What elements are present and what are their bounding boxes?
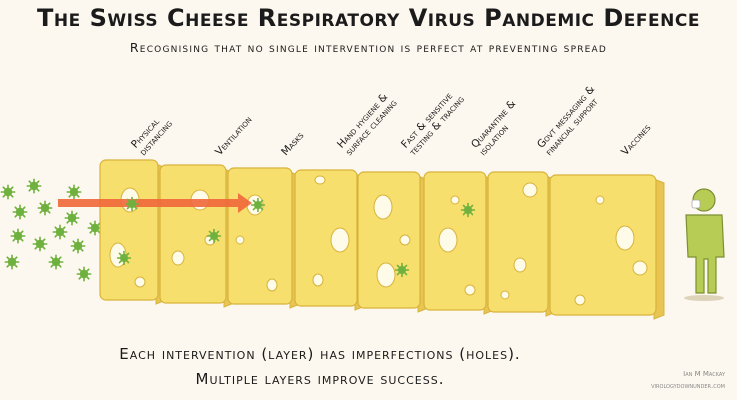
cheese-hole bbox=[171, 250, 185, 266]
cheese-layer-5 bbox=[357, 171, 429, 313]
protected-person-icon bbox=[684, 188, 725, 301]
cheese-hole bbox=[330, 227, 350, 253]
virus-cloud-back bbox=[0, 178, 103, 282]
virus-particle-icon bbox=[12, 204, 28, 220]
virus-particle-icon bbox=[64, 210, 80, 226]
cheese-hole bbox=[376, 262, 396, 288]
page-subtitle: Recognising that no single intervention … bbox=[129, 40, 608, 55]
virus-particle-icon bbox=[460, 202, 476, 218]
virus-particle-icon bbox=[37, 200, 53, 216]
caption-line-2: Multiple layers improve success. bbox=[195, 370, 445, 388]
virus-particle-icon bbox=[10, 228, 26, 244]
virus-particle-icon bbox=[4, 254, 20, 270]
cheese-hole bbox=[314, 175, 326, 185]
virus-particle-icon bbox=[0, 184, 16, 200]
virus-particle-icon bbox=[206, 228, 222, 244]
cheese-hole bbox=[266, 278, 278, 292]
virus-particle-icon bbox=[116, 250, 132, 266]
virus-particle-icon bbox=[250, 197, 266, 213]
virus-particle-icon bbox=[32, 236, 48, 252]
cheese-layer-4 bbox=[294, 169, 366, 311]
cheese-layer-group bbox=[99, 159, 665, 320]
virus-particle-icon bbox=[394, 262, 410, 278]
cheese-layer-7 bbox=[487, 171, 557, 317]
caption-line-1: Each intervention (layer) has imperfecti… bbox=[119, 345, 521, 363]
page-title: The Swiss Cheese Respiratory Virus Pande… bbox=[37, 4, 700, 32]
virus-particle-icon bbox=[26, 178, 42, 194]
cheese-hole bbox=[574, 294, 586, 306]
virus-particle-icon bbox=[66, 184, 82, 200]
cheese-layer-6 bbox=[423, 171, 495, 315]
cheese-hole bbox=[500, 290, 510, 300]
cheese-hole bbox=[134, 276, 146, 288]
virus-particle-icon bbox=[76, 266, 92, 282]
cheese-hole bbox=[235, 235, 245, 245]
cheese-layer-1 bbox=[99, 159, 167, 305]
cheese-hole bbox=[373, 194, 393, 220]
cheese-hole bbox=[464, 284, 476, 296]
cheese-layer-3 bbox=[227, 167, 301, 309]
cheese-hole bbox=[632, 260, 648, 276]
cheese-hole bbox=[522, 182, 538, 198]
cheese-layer-8 bbox=[549, 174, 665, 320]
cheese-hole bbox=[312, 273, 324, 287]
cheese-hole bbox=[399, 234, 411, 246]
virus-particle-icon bbox=[48, 254, 64, 270]
credit-website: virologydownunder.com bbox=[651, 382, 725, 390]
cheese-hole bbox=[513, 257, 527, 273]
virus-particle-icon bbox=[52, 224, 68, 240]
cheese-hole bbox=[450, 195, 460, 205]
credit-author: Ian M Mackay bbox=[683, 370, 725, 378]
cheese-layer-2 bbox=[159, 164, 235, 308]
virus-particle-icon bbox=[70, 238, 86, 254]
spread-arrow-icon bbox=[58, 193, 252, 213]
virus-particle-icon bbox=[124, 196, 140, 212]
cheese-hole bbox=[438, 227, 458, 253]
cheese-hole bbox=[595, 195, 605, 205]
cheese-hole bbox=[615, 225, 635, 251]
virus-cloud-front bbox=[116, 196, 476, 278]
